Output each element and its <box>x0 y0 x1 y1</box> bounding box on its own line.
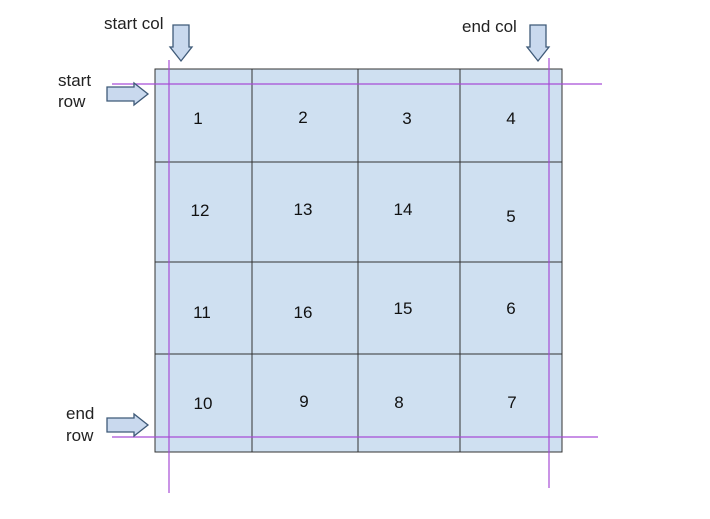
matrix-cell-value: 4 <box>506 109 515 128</box>
matrix-cell-value: 7 <box>507 393 516 412</box>
matrix-cell-value: 6 <box>506 299 515 318</box>
matrix-cell-value: 9 <box>299 392 308 411</box>
matrix-cell-value: 11 <box>193 303 211 322</box>
start-col-label: start col <box>104 14 164 33</box>
matrix-cell-value: 15 <box>394 299 413 318</box>
matrix-cell-value: 8 <box>394 393 403 412</box>
pointer-arrows <box>106 24 551 438</box>
matrix-cell-value: 2 <box>298 108 307 127</box>
matrix-cell-value: 3 <box>402 109 411 128</box>
start-row-arrow-right-icon <box>106 81 150 107</box>
matrix-cell-value: 5 <box>506 207 515 226</box>
matrix-cell-value: 14 <box>394 200 413 219</box>
start-row-label-line2: row <box>58 92 86 111</box>
matrix-grid-lines <box>155 69 562 452</box>
start-col-arrow-down-icon <box>168 24 194 63</box>
end-col-arrow-down-icon <box>525 24 551 63</box>
boundary-lines <box>112 58 602 493</box>
end-col-label: end col <box>462 17 517 36</box>
end-row-label-line2: row <box>66 426 94 445</box>
matrix-cell-value: 10 <box>194 394 213 413</box>
matrix-cell-value: 12 <box>191 201 210 220</box>
end-row-arrow-right-icon <box>106 412 150 438</box>
start-row-label-line1: start <box>58 71 92 90</box>
matrix-cell-value: 1 <box>193 109 202 128</box>
end-row-label-line1: end <box>66 404 95 423</box>
matrix-cell-value: 13 <box>294 200 313 219</box>
matrix-cell-value: 16 <box>294 303 313 322</box>
